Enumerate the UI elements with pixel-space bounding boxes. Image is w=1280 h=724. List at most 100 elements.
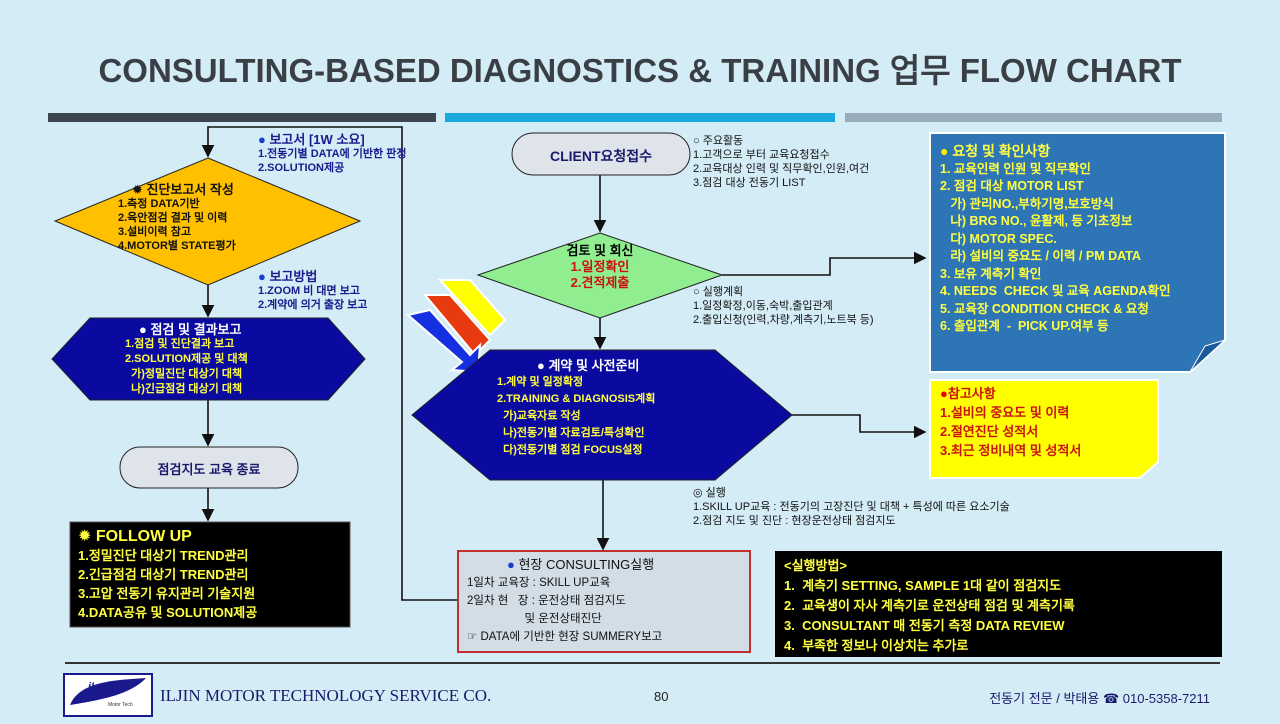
header-bar-gray: [845, 113, 1222, 122]
follow-up-head: FOLLOW UP: [78, 527, 257, 546]
diag-report-item: 1.측정 DATA기반: [118, 198, 200, 210]
method-head: <실행방법>: [784, 558, 848, 573]
inspect-report-head: 점검 및 결과보고: [139, 322, 248, 337]
report-method-item: 1.ZOOM 비 대면 보고: [258, 285, 360, 297]
report-method: 보고방법 1.ZOOM 비 대면 보고 2.계약에 의거 출장 보고: [258, 270, 367, 312]
request-item: 3. 보유 계측기 확인: [940, 266, 1042, 281]
inspect-report-item: 가)정밀진단 대상기 대책: [125, 368, 243, 380]
method-item: 1. 계측기 SETTING, SAMPLE 1대 같이 점검지도: [784, 578, 1062, 593]
review-head: 검토 및 회신: [566, 243, 634, 258]
method-item: 2. 교육생이 자사 계측기로 운전상태 점검 및 계측기록: [784, 598, 1075, 613]
header-bar-dark: [48, 113, 436, 122]
report-note-head: 보고서 [1W 소요]: [258, 133, 406, 147]
inspect-report-hexagon: [51, 317, 366, 401]
review-item: 1.일정확인: [570, 259, 630, 274]
follow-up-item: 2.긴급점검 대상기 TREND관리: [78, 567, 249, 582]
report-note-item: 1.전동기별 DATA에 기반한 판정: [258, 148, 407, 160]
contract-item: 가)교육자료 작성: [497, 410, 581, 422]
execution: ◎ 실행 1.SKILL UP교육 : 전동기의 고장진단 및 대책 + 특성에…: [693, 486, 1010, 528]
request-text: 요청 및 확인사항 1. 교육인력 인원 및 직무확인 2. 점검 대상 MOT…: [940, 143, 1170, 336]
end-label: 점검지도 교육 종료: [157, 462, 261, 477]
diag-report-text: 진단보고서 작성 1.측정 DATA기반 2.육안점검 결과 및 이력 3.설비…: [118, 183, 236, 253]
main-activity-item: 1.고객으로 부터 교육요청접수: [693, 149, 830, 161]
request-item: 1. 교육인력 인원 및 직무확인: [940, 161, 1091, 176]
follow-up-item: 1.정밀진단 대상기 TREND관리: [78, 548, 249, 563]
request-item: 다) MOTOR SPEC.: [940, 231, 1057, 246]
review-item: 2.견적제출: [570, 275, 630, 290]
request-item: 6. 출입관계 - PICK UP.여부 등: [940, 319, 1109, 333]
connector-to-request: [722, 251, 927, 276]
method-text: <실행방법> 1. 계측기 SETTING, SAMPLE 1대 같이 점검지도…: [784, 556, 1075, 656]
main-activity-item: 3.점검 대상 전동기 LIST: [693, 177, 806, 189]
report-method-head: 보고방법: [258, 270, 367, 284]
reference-head: 참고사항: [940, 384, 1081, 403]
company-name: ILJIN MOTOR TECHNOLOGY SERVICE CO.: [160, 686, 492, 705]
contract-item: 다)전동기별 점검 FOCUS설정: [497, 444, 643, 456]
inspect-report-item: 2.SOLUTION제공 및 대책: [125, 353, 248, 365]
contract-hexagon: [411, 349, 793, 481]
diag-report-head: 진단보고서 작성: [132, 183, 236, 197]
exec-plan: ○ 실행계획 1.일정확정,이동,숙박,출입관계 2.출입신청(인력,차량,계측…: [693, 285, 874, 327]
follow-up-text: FOLLOW UP 1.정밀진단 대상기 TREND관리 2.긴급점검 대상기 …: [78, 527, 257, 622]
follow-up-item: 4.DATA공유 및 SOLUTION제공: [78, 605, 258, 620]
consulting-item: 및 운전상태진단: [467, 613, 602, 625]
contract-text: 계약 및 사전준비 1.계약 및 일정확정 2.TRAINING & DIAGN…: [497, 357, 655, 459]
reference-item: 1.설비의 중요도 및 이력: [940, 405, 1070, 420]
reference-text: 참고사항 1.설비의 중요도 및 이력 2.절연진단 성적서 3.최근 정비내역…: [940, 384, 1081, 460]
main-activity: ○ 주요활동 1.고객으로 부터 교육요청접수 2.교육대상 인력 및 직무확인…: [693, 134, 869, 190]
exec-plan-item: 1.일정확정,이동,숙박,출입관계: [693, 300, 833, 312]
consulting-item: 1일차 교육장 : SKILL UP교육: [467, 577, 611, 589]
decorative-arrows-icon: [405, 279, 507, 374]
diag-report-item: 4.MOTOR별 STATE평가: [118, 240, 236, 252]
inspect-report-item: 1.점검 및 진단결과 보고: [125, 338, 235, 350]
contract-item: 나)전동기별 자료검토/특성확인: [497, 427, 645, 439]
exec-plan-item: 2.출입신청(인력,차량,계측기,노트북 등): [693, 314, 874, 326]
consulting-item: 2일차 현 장 : 운전상태 점검지도: [467, 595, 626, 607]
report-note: 보고서 [1W 소요] 1.전동기별 DATA에 기반한 판정 2.SOLUTI…: [258, 133, 406, 175]
reference-item: 3.최근 정비내역 및 성적서: [940, 443, 1082, 458]
page-number: 80: [654, 689, 669, 704]
logo-text: iL JIN: [88, 681, 118, 693]
consulting-item: ☞ DATA에 기반한 현장 SUMMERY보고: [467, 631, 663, 643]
consulting-head: 현장 CONSULTING실행: [507, 556, 662, 574]
end-terminal: [119, 446, 299, 489]
inspect-report-text: 점검 및 결과보고 1.점검 및 진단결과 보고 2.SOLUTION제공 및 …: [125, 322, 248, 397]
report-note-item: 2.SOLUTION제공: [258, 162, 345, 174]
diag-report-item: 2.육안점검 결과 및 이력: [118, 212, 228, 224]
method-item: 3. CONSULTANT 매 전동기 측정 DATA REVIEW: [784, 618, 1065, 633]
request-item: 라) 설비의 중요도 / 이력 / PM DATA: [940, 249, 1141, 263]
request-item: 가) 관리NO.,부하기명,보호방식: [940, 196, 1114, 211]
report-method-item: 2.계약에 의거 출장 보고: [258, 299, 368, 311]
reference-note: [929, 379, 1159, 479]
review-diamond: [476, 232, 724, 319]
request-item: 4. NEEDS CHECK 및 교육 AGENDA확인: [940, 284, 1171, 298]
consulting-text: 현장 CONSULTING실행 1일차 교육장 : SKILL UP교육 2일차…: [467, 556, 662, 646]
contract-head: 계약 및 사전준비: [537, 357, 655, 374]
method-item: 4. 부족한 정보나 이상치는 추가로: [784, 638, 969, 653]
connector-consulting-to-report: [201, 126, 458, 601]
diag-report-item: 3.설비이력 참고: [118, 226, 191, 238]
request-item: 2. 점검 대상 MOTOR LIST: [940, 179, 1084, 193]
client-terminal: [511, 132, 691, 176]
page-title: CONSULTING-BASED DIAGNOSTICS & TRAINING …: [98, 52, 1182, 89]
request-item: 5. 교육장 CONDITION CHECK & 요청: [940, 301, 1149, 316]
header-bar-cyan: [445, 113, 835, 122]
connector-to-reference: [792, 414, 927, 439]
main-activity-item: 2.교육대상 인력 및 직무확인,인원,여건: [693, 163, 870, 175]
execution-head: ◎ 실행: [693, 487, 726, 499]
request-item: 나) BRG NO., 윤활제, 등 기초정보: [940, 214, 1133, 228]
contact: 전동기 전문 / 박태용 ☎ 010-5358-7211: [989, 691, 1210, 706]
main-activity-head: ○ 주요활동: [693, 135, 744, 147]
contract-item: 1.계약 및 일정확정: [497, 376, 584, 388]
client-label: CLIENT요청접수: [549, 148, 653, 164]
method-box: [775, 551, 1222, 657]
review-text: 검토 및 회신 1.일정확인 2.견적제출: [540, 243, 660, 291]
logo-subtext: Motor Tech: [108, 702, 133, 708]
reference-item: 2.절연진단 성적서: [940, 424, 1039, 439]
execution-item: 1.SKILL UP교육 : 전동기의 고장진단 및 대책 + 특성에 따른 요…: [693, 501, 1010, 513]
follow-up-item: 3.고압 전동기 유지관리 기술지원: [78, 586, 256, 601]
contract-item: 2.TRAINING & DIAGNOSIS계획: [497, 393, 656, 405]
execution-item: 2.점검 지도 및 진단 : 현장운전상태 점검지도: [693, 515, 896, 527]
exec-plan-head: ○ 실행계획: [693, 286, 744, 298]
